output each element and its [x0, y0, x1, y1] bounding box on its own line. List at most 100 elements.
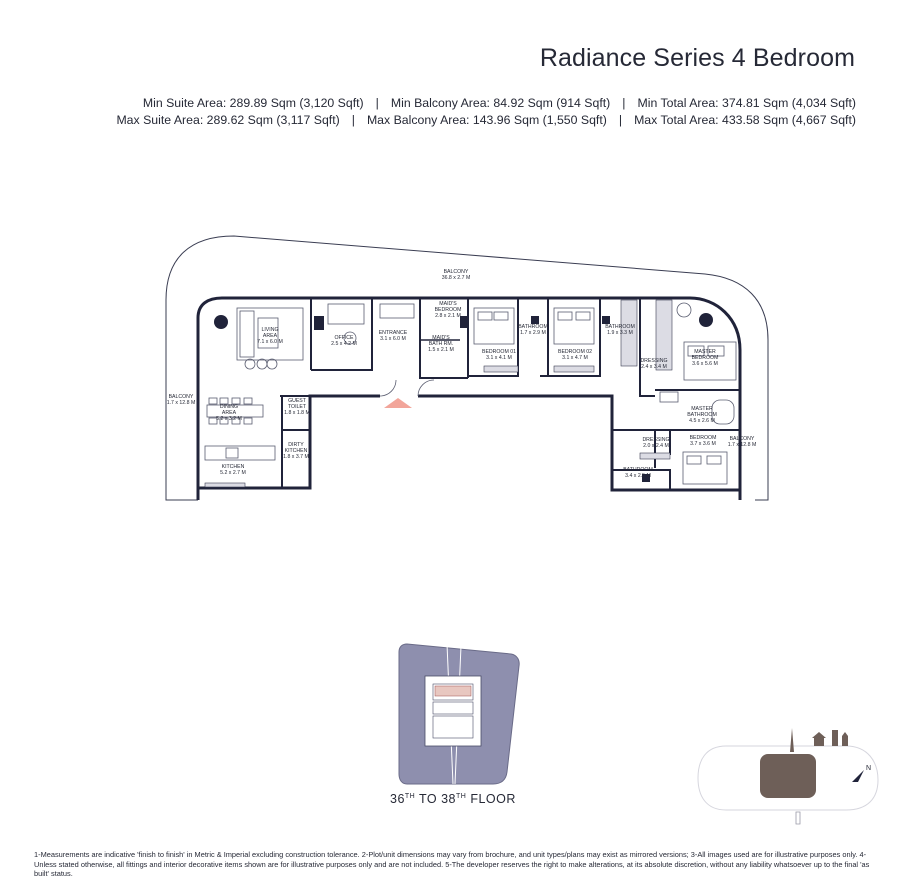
- dining-table: [206, 404, 264, 418]
- label-maids-bath: MAID'S: [432, 335, 450, 341]
- tall-building-icon: [832, 730, 838, 746]
- label-master-bathroom: MASTER: [691, 406, 713, 412]
- min-suite-area: Min Suite Area: 289.89 Sqm (3,120 Sqft): [142, 96, 364, 110]
- house-icon: [814, 738, 824, 746]
- floor-to: 38: [441, 792, 457, 806]
- wall-dressing-master: [639, 372, 655, 397]
- dim-dining: 5.2 x 3.2 M: [216, 416, 242, 422]
- label-bathroom3: BATHROOM: [623, 467, 653, 473]
- mosque-icon: [842, 732, 848, 746]
- dim-maids-bedroom: 2.8 x 2.1 M: [435, 313, 461, 319]
- bed-02: [553, 307, 595, 345]
- wall-bed2-bath2: [540, 298, 601, 377]
- dim-balcony-left: 1.7 x 12.8 M: [167, 400, 196, 406]
- label-maids-bedroom: MAID'S: [439, 301, 457, 307]
- label-bedroom3: BEDROOM: [690, 435, 717, 441]
- label-bathroom2: BATHROOM: [605, 324, 635, 330]
- dim-living: 7.1 x 6.0 M: [257, 339, 283, 345]
- max-suite-area: Max Suite Area: 289.62 Sqm (3,117 Sqft): [116, 113, 340, 127]
- round-chair: [256, 358, 268, 370]
- small-landmark-icon: [795, 811, 801, 825]
- separator: |: [375, 96, 379, 110]
- wardrobe-dressing: [620, 299, 638, 367]
- label-dirty-kitchen: DIRTY: [288, 442, 304, 448]
- floor-word: FLOOR: [466, 792, 516, 806]
- separator: |: [618, 113, 623, 127]
- kitchen-island: [204, 445, 276, 461]
- floor-plan: BALCONY 36.8 x 2.7 M BALCONY 1.7 x 12.8 …: [165, 235, 769, 501]
- disclaimer: 1-Measurements are indicative 'finish to…: [34, 850, 870, 878]
- unit-outer-wall: [196, 296, 742, 500]
- wall-bed1-bath: [468, 298, 519, 377]
- min-balcony-area: Min Balcony Area: 84.92 Sqm (914 Sqft): [390, 96, 611, 110]
- dim-guest-toilet: 1.8 x 1.8 M: [284, 410, 310, 416]
- dim-maids-bath: 1.5 x 2.1 M: [428, 347, 454, 353]
- floor-from: 36: [390, 792, 405, 806]
- wall-dressing2: [612, 429, 656, 468]
- dim-bedroom2: 3.1 x 4.7 M: [562, 355, 588, 361]
- label-bedroom1: BEDROOM 01: [482, 349, 516, 355]
- dim-dirty-kitchen: 1.8 x 3.7 M: [283, 454, 309, 460]
- label-office: OFFICE: [334, 335, 354, 341]
- label-maids-bedroom-2: BEDROOM: [435, 307, 462, 313]
- label-bedroom2: BEDROOM 02: [558, 349, 592, 355]
- label-dressing1: DRESSING: [640, 358, 667, 364]
- dim-master-bathroom: 4.5 x 2.6 M: [689, 418, 715, 424]
- dim-kitchen: 5.2 x 2.7 M: [220, 470, 246, 476]
- label-maids-bath-2: BATH RM.: [429, 341, 453, 347]
- floor-from-suffix: TH: [404, 792, 416, 800]
- sofa: [236, 307, 304, 361]
- min-total-area: Min Total Area: 374.81 Sqm (4,034 Sqft): [637, 96, 856, 110]
- dim-bedroom3: 3.7 x 3.6 M: [690, 441, 716, 447]
- key-plan-unit: [434, 685, 472, 697]
- area-row-max: Max Suite Area: 289.62 Sqm (3,117 Sqft) |…: [116, 112, 856, 129]
- bottom-wall-mid: [418, 394, 740, 492]
- separator: |: [622, 96, 626, 110]
- label-kitchen: KITCHEN: [222, 464, 245, 470]
- bed-01: [473, 307, 515, 345]
- dim-dressing1: 2.4 x 3.4 M: [641, 364, 667, 370]
- entry-marker: [384, 398, 412, 408]
- wall-entrance-maid: [419, 298, 468, 379]
- planter-right: [699, 313, 713, 327]
- label-dining: DINING: [220, 404, 238, 410]
- compass-label: N: [866, 765, 871, 772]
- office-desk: [327, 303, 365, 325]
- dim-dressing2: 2.0 x 2.4 M: [643, 443, 669, 449]
- dim-bedroom1: 3.1 x 4.1 M: [486, 355, 512, 361]
- planter-left: [214, 315, 228, 329]
- floor-label: 36TH TO 38TH FLOOR: [390, 792, 516, 806]
- area-summary: Min Suite Area: 289.89 Sqm (3,120 Sqft) |…: [116, 95, 856, 129]
- label-living: LIVING: [261, 327, 278, 333]
- location-map: N: [697, 728, 879, 825]
- dim-master-bedroom: 3.6 x 5.6 M: [692, 361, 718, 367]
- dim-bathroom3: 3.4 x 2.5 M: [625, 473, 651, 479]
- label-balcony-left: BALCONY: [169, 394, 194, 400]
- dim-balcony-right: 1.7 x 12.8 M: [728, 442, 757, 448]
- dim-bathroom2: 1.9 x 3.3 M: [607, 330, 633, 336]
- label-living-2: AREA: [263, 333, 278, 339]
- tower-icon: [790, 728, 794, 752]
- label-balcony-right: BALCONY: [730, 436, 755, 442]
- label-master-bathroom-2: BATHROOM: [687, 412, 717, 418]
- dim-entrance: 3.1 x 6.0 M: [380, 336, 406, 342]
- separator: |: [351, 113, 355, 127]
- label-balcony-top: BALCONY: [444, 269, 469, 275]
- compass-icon: N: [852, 765, 871, 782]
- entrance-console: [379, 303, 415, 319]
- max-total-area: Max Total Area: 433.58 Sqm (4,667 Sqft): [634, 113, 856, 127]
- building-footprint: [760, 754, 816, 798]
- wall-bath3: [612, 469, 671, 490]
- wall-office-entrance: [311, 298, 373, 371]
- key-plan: [398, 643, 520, 785]
- label-dirty-kitchen-2: KITCHEN: [285, 448, 308, 454]
- master-bed: [683, 341, 737, 381]
- wall-guest-toilet: [280, 395, 310, 488]
- floor-to-suffix: TH: [456, 792, 467, 800]
- landmark-icons: [790, 728, 848, 752]
- page-title: Radiance Series 4 Bedroom: [539, 44, 855, 72]
- bathtub: [711, 399, 735, 425]
- label-dressing2: DRESSING: [642, 437, 669, 443]
- area-row-min: Min Suite Area: 289.89 Sqm (3,120 Sqft) |…: [116, 95, 856, 112]
- dim-bathroom1: 1.7 x 2.9 M: [520, 330, 546, 336]
